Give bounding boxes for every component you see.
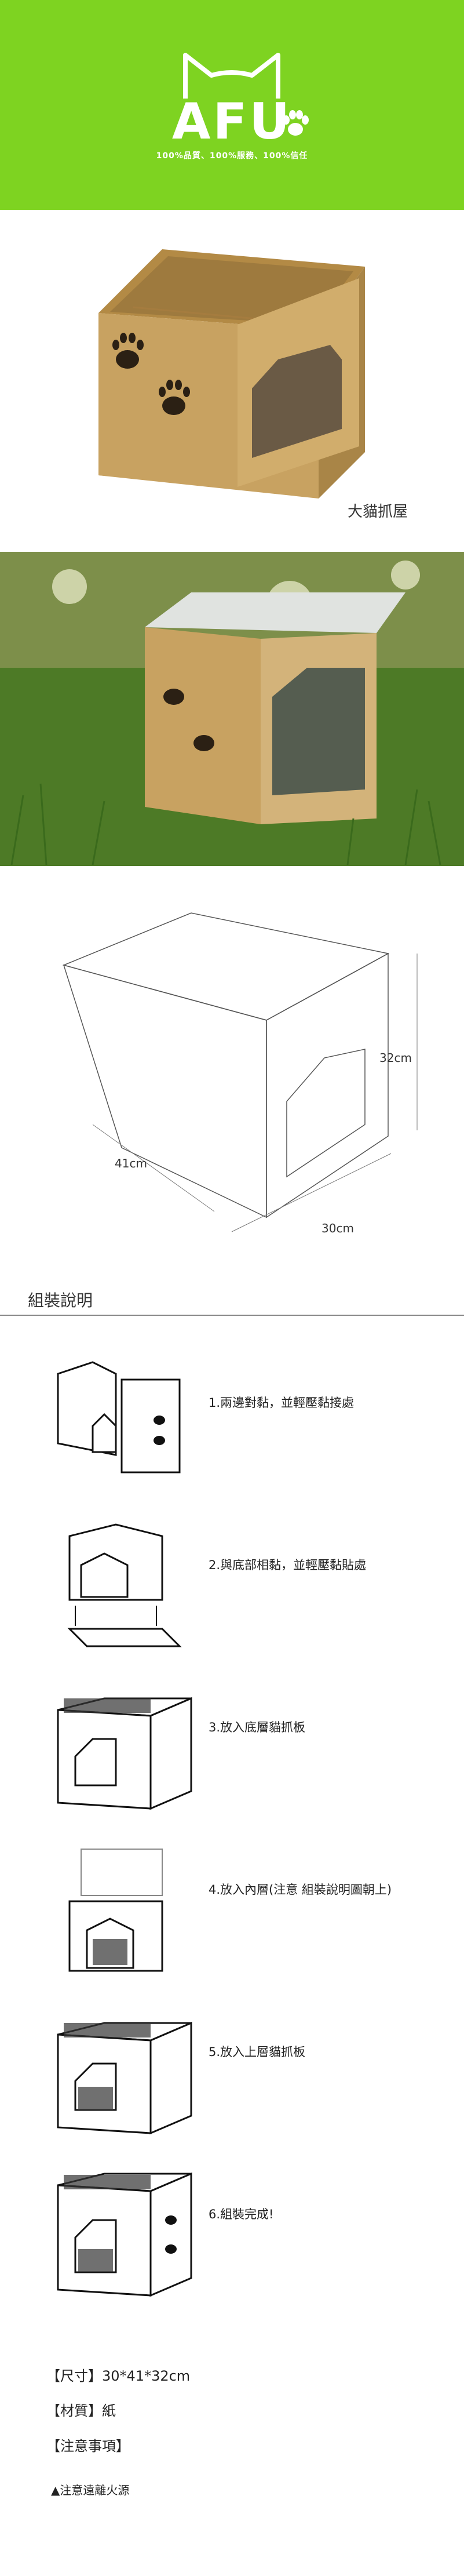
brand-tagline: 100%品質、100%服務、100%信任: [156, 151, 308, 161]
assembly-step-6-illustration: [57, 2172, 192, 2297]
product-caption: 大貓抓屋: [348, 503, 408, 521]
assembly-heading: 組裝說明: [28, 1291, 93, 1310]
assembly-step-3-illustration: [57, 1697, 192, 1810]
cat-ears-logo-icon: [183, 53, 280, 99]
assembly-step-5-illustration: [57, 2021, 192, 2135]
cat-scratcher-house-photo: [98, 249, 365, 499]
spec-size: 【尺寸】30*41*32cm: [46, 2368, 191, 2384]
paw-print-icon: [283, 110, 309, 136]
spec-notes-title: 【注意事項】: [46, 2437, 130, 2454]
assembly-step-1-text: 1.兩邊對黏，並輕壓黏接處: [209, 1396, 355, 1410]
spec-material: 【材質】紙: [46, 2403, 116, 2419]
assembly-step-6-text: 6.組裝完成!: [209, 2207, 274, 2221]
assembly-step-4-text: 4.放入內層(注意 組裝說明圖朝上): [209, 1883, 392, 1897]
assembly-step-5-text: 5.放入上層貓抓板: [209, 2045, 306, 2059]
assembly-step-2-text: 2.與底部相黏，並輕壓黏貼處: [209, 1558, 367, 1572]
assembly-step-2-illustration: [67, 1523, 182, 1647]
dimension-diagram: [62, 912, 418, 1232]
grass-scene-illustration: [0, 552, 464, 866]
dimension-depth-label: 41cm: [115, 1156, 147, 1170]
dimension-width-label: 30cm: [321, 1221, 354, 1235]
section-divider: [0, 1315, 464, 1316]
brand-hero-banner: AFU 100%品質、100%服務、100%信任: [0, 0, 464, 210]
brand-logo-text: AFU: [171, 93, 293, 151]
outdoor-lifestyle-photo: [0, 552, 464, 866]
assembly-step-1-illustration: [57, 1361, 181, 1473]
product-specs: 【尺寸】30*41*32cm 【材質】紙 【注意事項】: [46, 2365, 190, 2457]
spec-notes-item: ▲注意遠離火源: [51, 2483, 130, 2497]
assembly-step-4-illustration: [68, 1849, 163, 1972]
assembly-step-3-text: 3.放入底層貓抓板: [209, 1720, 306, 1734]
dimension-height-label: 32cm: [379, 1051, 412, 1065]
